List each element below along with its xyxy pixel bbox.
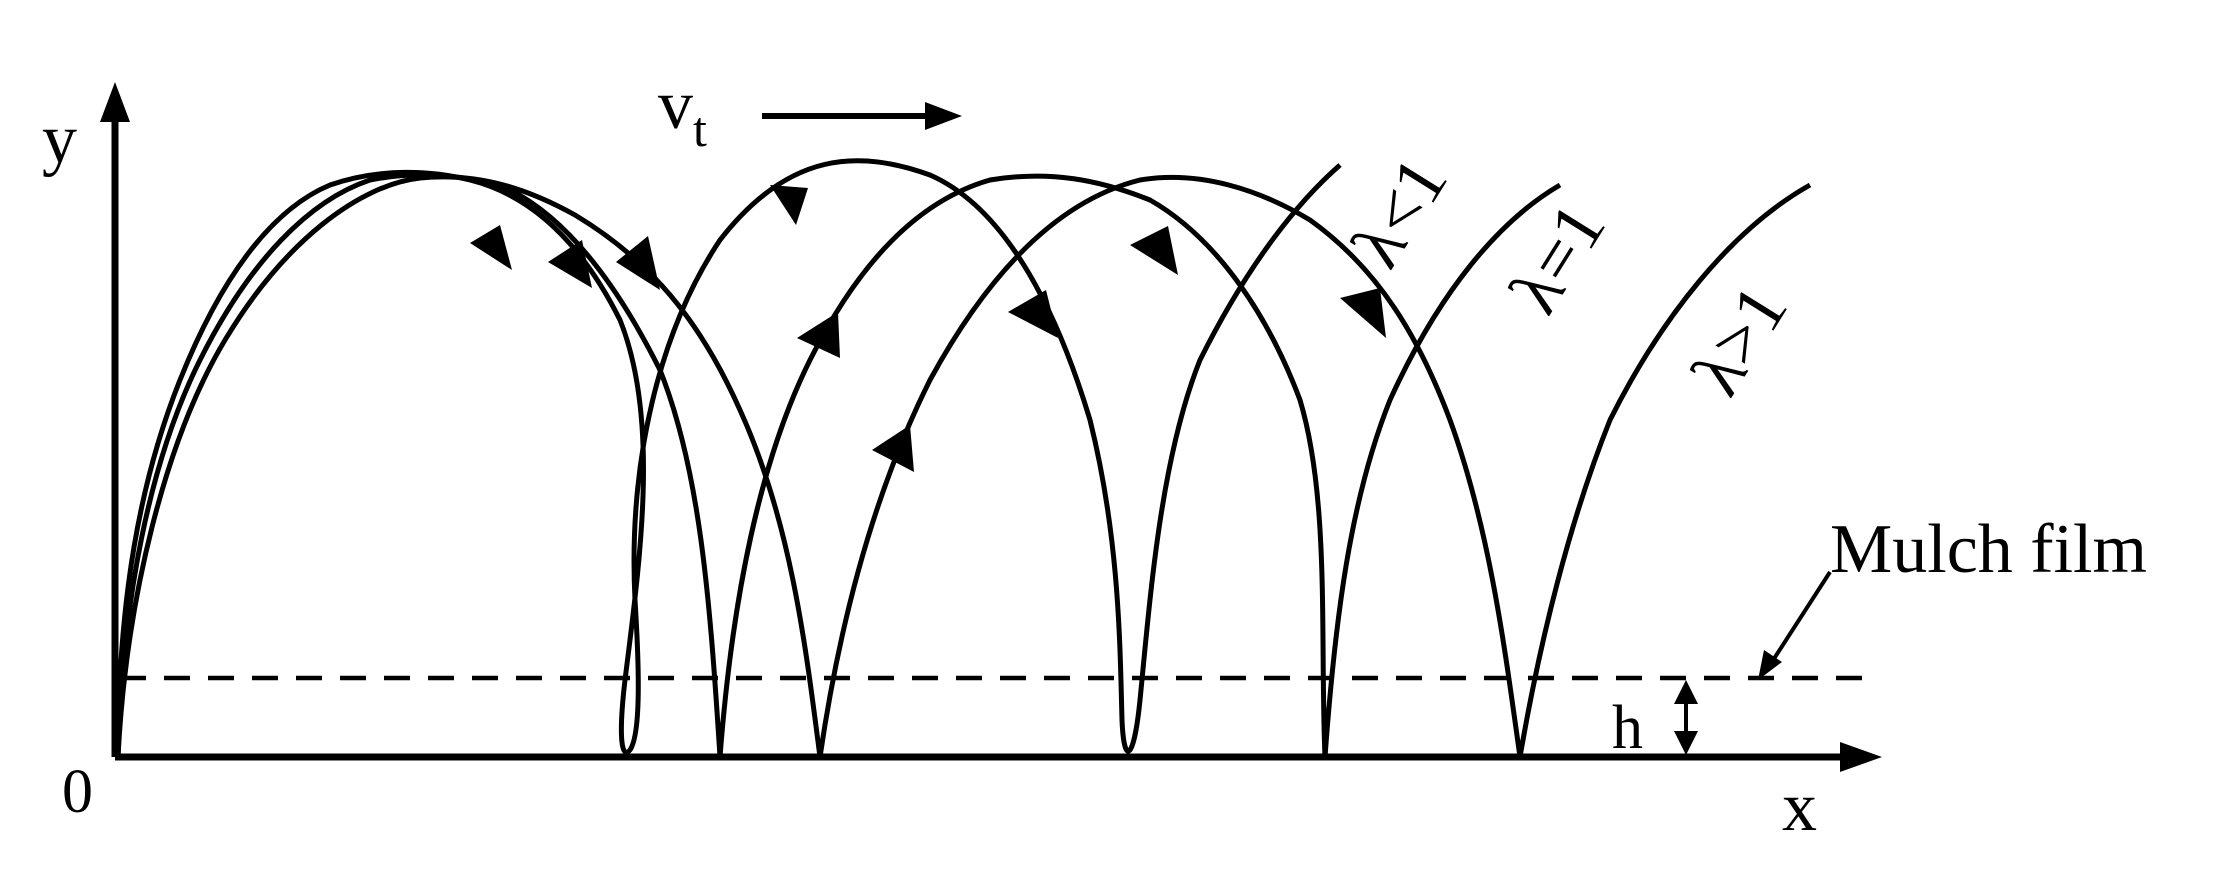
x-axis-arrowhead — [1840, 742, 1882, 772]
trajectory-lambda-equals-1 — [115, 172, 1562, 760]
x-axis-label: x — [1782, 769, 1817, 846]
direction-arrowhead — [797, 312, 840, 358]
direction-arrowhead — [1008, 290, 1058, 338]
direction-arrowhead — [470, 225, 512, 270]
height-indicator-top-arrowhead — [1674, 680, 1698, 704]
velocity-subscript: t — [693, 101, 707, 157]
mulch-film-label: Mulch film — [1830, 511, 2147, 588]
trajectory-lambda-greater-than-1 — [115, 174, 1812, 760]
direction-arrowhead — [770, 185, 808, 225]
direction-arrowhead — [872, 425, 914, 472]
direction-arrowhead — [616, 236, 660, 290]
mulch-film-pointer — [1766, 570, 1832, 670]
velocity-label: vt — [658, 67, 707, 157]
mulch-film-pointer-head — [1758, 650, 1782, 680]
origin-label: 0 — [62, 758, 93, 826]
label-lambda-equals-1: λ=1 — [1494, 190, 1621, 327]
y-axis-arrowhead — [100, 82, 130, 122]
direction-arrowhead — [548, 240, 592, 288]
direction-arrowhead — [1130, 226, 1178, 275]
velocity-arrowhead — [925, 102, 962, 130]
direction-arrowhead — [1340, 288, 1386, 338]
height-indicator-bottom-arrowhead — [1674, 731, 1698, 755]
trajectory-lambda-less-than-1-visible — [115, 158, 1342, 758]
label-lambda-greater-than-1: λ>1 — [1676, 272, 1803, 409]
velocity-symbol: v — [658, 67, 693, 144]
y-axis-label: y — [42, 101, 77, 178]
height-label: h — [1612, 694, 1643, 762]
